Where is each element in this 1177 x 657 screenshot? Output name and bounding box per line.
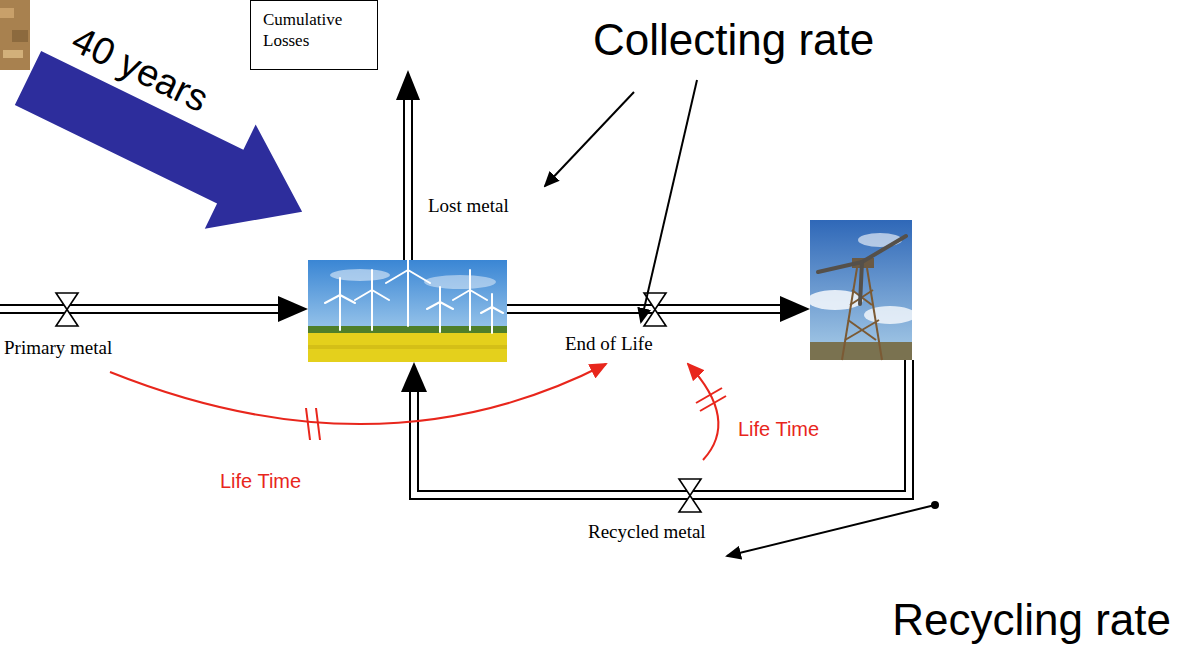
- box-text: Cumulative Losses: [263, 9, 367, 52]
- stock-box: Cumulative Losses: [250, 0, 378, 70]
- flow-label: Recycled metal: [588, 522, 706, 543]
- flow-label: Lost metal: [428, 196, 509, 217]
- leader-dot: [931, 501, 939, 509]
- wind-farm-photo: [308, 244, 507, 362]
- delay-label: Life Time: [220, 470, 301, 492]
- annotation-label: Collecting rate: [593, 16, 874, 64]
- old-turbine-photo: [807, 220, 916, 360]
- delay-label: Life Time: [738, 418, 819, 440]
- flow-pipes: [0, 96, 909, 495]
- annotation-label: Recycling rate: [892, 596, 1171, 644]
- flow-arrowheads: [278, 70, 810, 392]
- delay-links: [110, 364, 726, 460]
- flow-label: Primary metal: [4, 338, 112, 359]
- leader-lines: [545, 80, 935, 556]
- corner-photo: [0, 0, 30, 70]
- flow-label: End of Life: [565, 334, 653, 355]
